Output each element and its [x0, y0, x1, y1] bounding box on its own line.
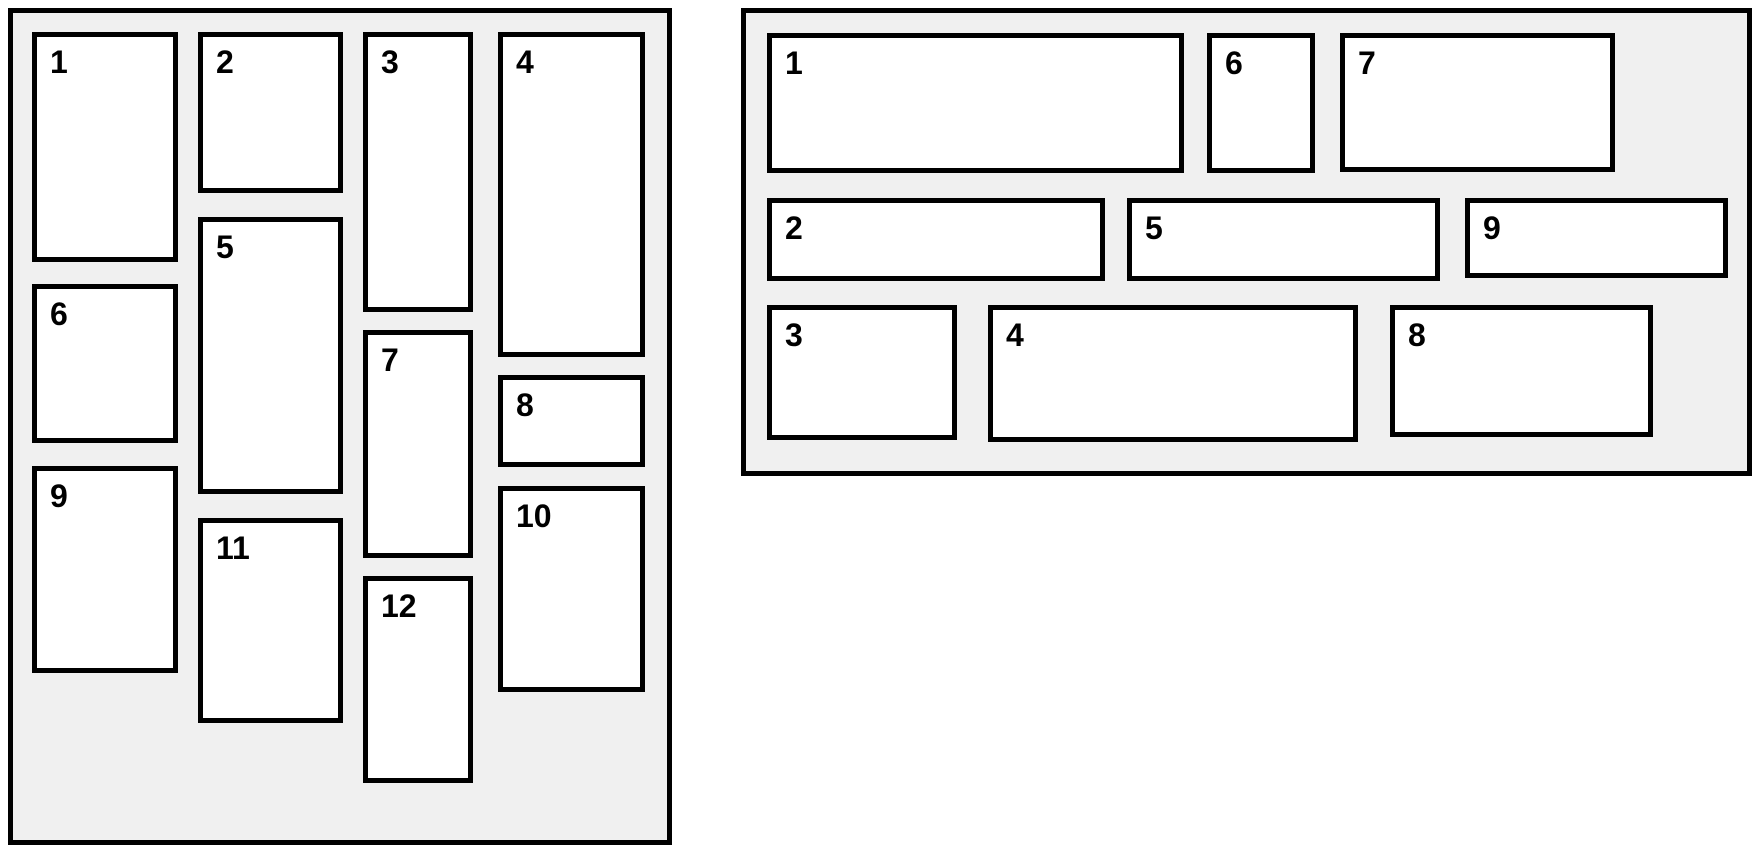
- numbered-box: 8: [1390, 305, 1653, 437]
- box-number: 10: [516, 498, 552, 534]
- numbered-box: 11: [198, 518, 343, 723]
- numbered-box: 9: [32, 466, 178, 673]
- box-number: 5: [1145, 210, 1163, 246]
- box-number: 1: [785, 45, 803, 81]
- numbered-box: 7: [1340, 33, 1615, 172]
- numbered-box: 8: [498, 375, 645, 467]
- box-number: 9: [1483, 210, 1501, 246]
- numbered-box: 9: [1465, 198, 1728, 278]
- numbered-box: 5: [198, 217, 343, 494]
- box-number: 9: [50, 478, 68, 514]
- box-number: 2: [785, 210, 803, 246]
- box-number: 7: [1358, 45, 1376, 81]
- rows-grid-panel: 1 2 3 4 5 6 7 8 9: [741, 8, 1752, 476]
- box-number: 6: [50, 296, 68, 332]
- box-number: 4: [516, 44, 534, 80]
- numbered-box: 10: [498, 486, 645, 692]
- numbered-box: 2: [198, 32, 343, 193]
- box-number: 12: [381, 588, 417, 624]
- box-number: 8: [516, 387, 534, 423]
- box-number: 1: [50, 44, 68, 80]
- numbered-box: 5: [1127, 198, 1440, 281]
- numbered-box: 2: [767, 198, 1105, 281]
- box-number: 11: [216, 530, 250, 566]
- box-number: 7: [381, 342, 399, 378]
- numbered-box: 3: [363, 32, 473, 312]
- numbered-box: 4: [988, 305, 1358, 442]
- box-number: 5: [216, 229, 234, 265]
- box-number: 2: [216, 44, 234, 80]
- box-number: 6: [1225, 45, 1243, 81]
- numbered-box: 4: [498, 32, 645, 357]
- numbered-box: 6: [1207, 33, 1315, 173]
- box-number: 4: [1006, 317, 1024, 353]
- box-number: 3: [381, 44, 399, 80]
- numbered-box: 1: [32, 32, 178, 262]
- numbered-box: 12: [363, 576, 473, 783]
- numbered-box: 6: [32, 284, 178, 443]
- numbered-box: 1: [767, 33, 1184, 173]
- box-number: 3: [785, 317, 803, 353]
- numbered-box: 3: [767, 305, 957, 440]
- numbered-box: 7: [363, 330, 473, 558]
- box-number: 8: [1408, 317, 1426, 353]
